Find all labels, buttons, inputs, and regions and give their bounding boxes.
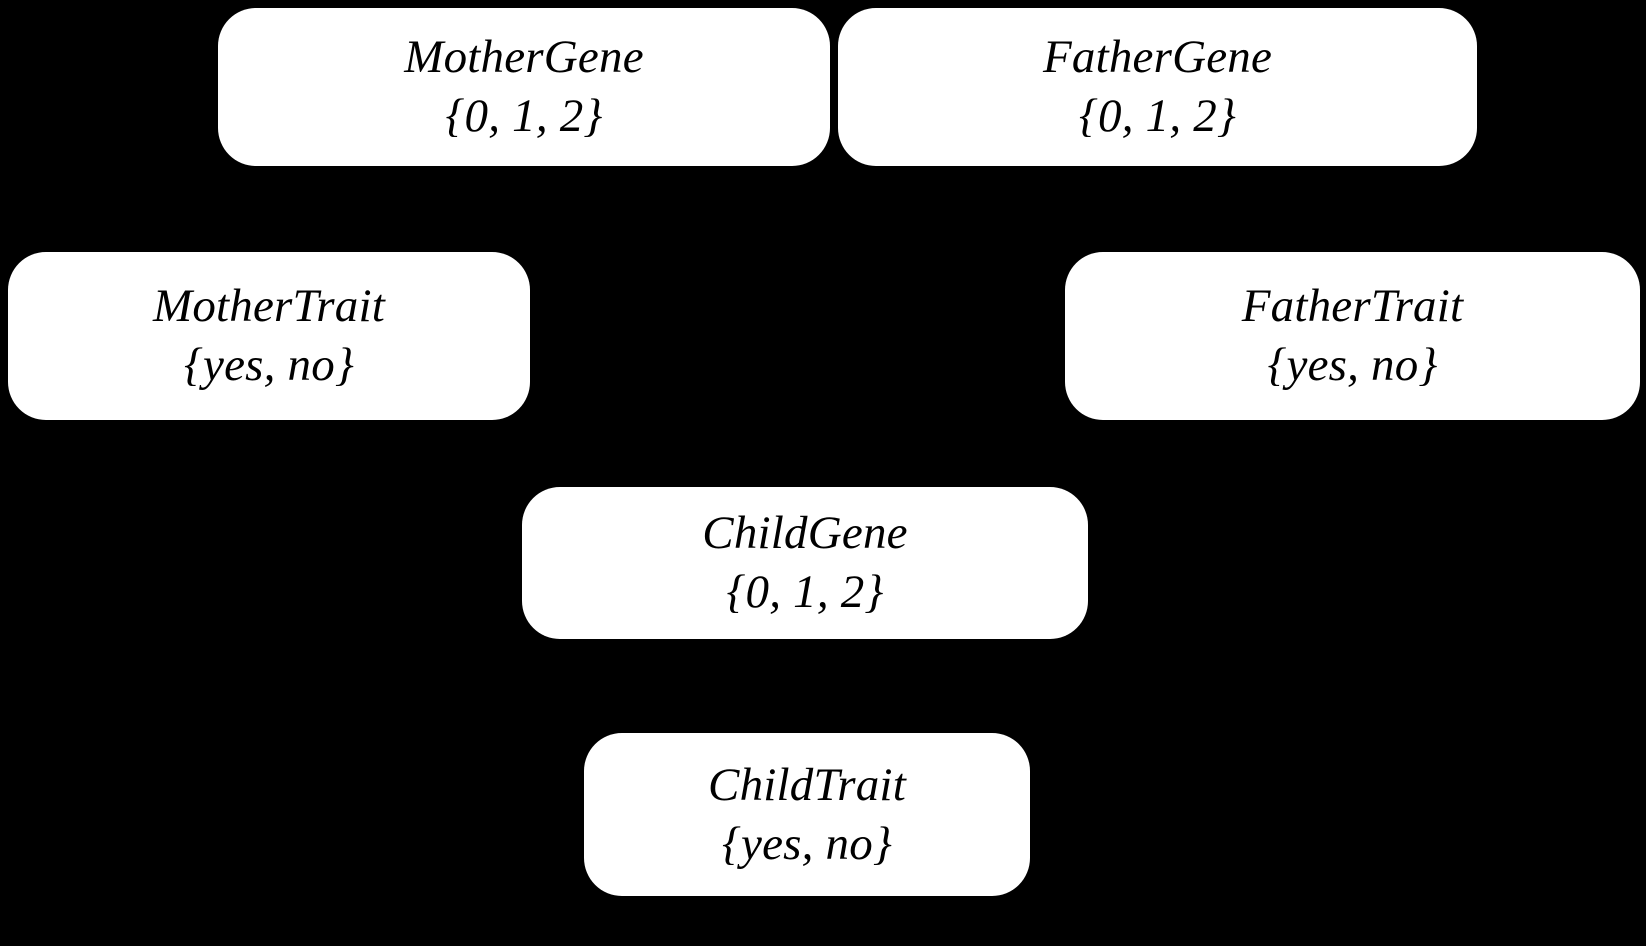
node-mother-gene-domain: {0, 1, 2}	[445, 90, 603, 142]
node-child-trait-title: ChildTrait	[708, 758, 906, 811]
node-father-gene-title: FatherGene	[1042, 31, 1273, 84]
node-child-gene[interactable]: ChildGene {0, 1, 2}	[522, 487, 1088, 639]
node-father-gene[interactable]: FatherGene {0, 1, 2}	[838, 8, 1477, 166]
node-child-gene-domain: {0, 1, 2}	[726, 566, 884, 618]
node-father-trait[interactable]: FatherTrait {yes, no}	[1065, 252, 1640, 420]
node-father-gene-domain: {0, 1, 2}	[1079, 90, 1236, 142]
node-mother-trait[interactable]: MotherTrait {yes, no}	[8, 252, 530, 420]
node-mother-gene-title: MotherGene	[404, 31, 644, 84]
node-child-trait-domain: {yes, no}	[722, 817, 892, 870]
node-mother-trait-domain: {yes, no}	[184, 339, 354, 391]
node-father-trait-domain: {yes, no}	[1267, 339, 1438, 391]
node-mother-trait-title: MotherTrait	[152, 280, 385, 333]
node-father-trait-title: FatherTrait	[1241, 280, 1464, 333]
node-mother-gene[interactable]: MotherGene {0, 1, 2}	[218, 8, 830, 166]
node-child-gene-title: ChildGene	[702, 507, 908, 560]
node-child-trait[interactable]: ChildTrait {yes, no}	[584, 733, 1030, 896]
